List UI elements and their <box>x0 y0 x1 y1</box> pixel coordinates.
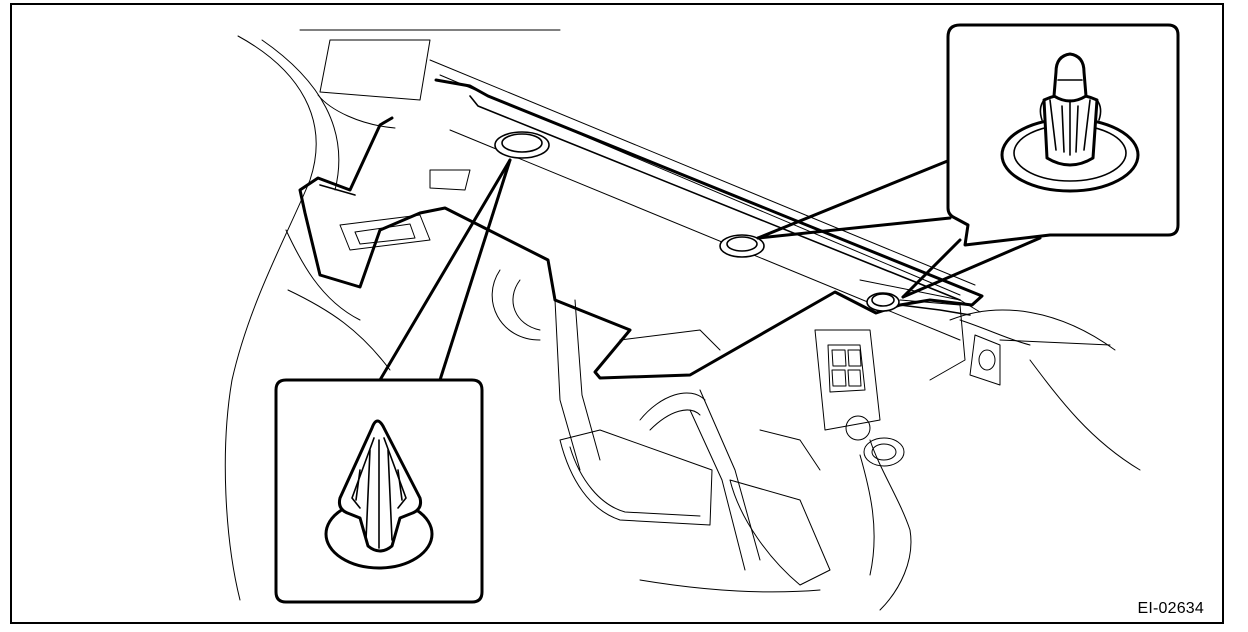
fastener-hole-left <box>494 131 550 159</box>
callout-leader-lines <box>378 158 1042 382</box>
push-rivet-clip-icon <box>1000 52 1140 193</box>
clip-detail-lower-left <box>274 378 484 604</box>
interior-background-lines <box>224 29 1141 611</box>
figure-frame <box>10 3 1224 624</box>
figure-code: EI-02634 <box>1137 600 1204 617</box>
panel-fastener-holes <box>494 131 900 312</box>
fastener-hole-right <box>866 292 900 312</box>
clip-detail-upper-right <box>946 23 1180 247</box>
lower-cover-panel <box>298 78 984 380</box>
fastener-hole-middle <box>719 234 765 258</box>
push-clip-icon <box>324 419 434 570</box>
